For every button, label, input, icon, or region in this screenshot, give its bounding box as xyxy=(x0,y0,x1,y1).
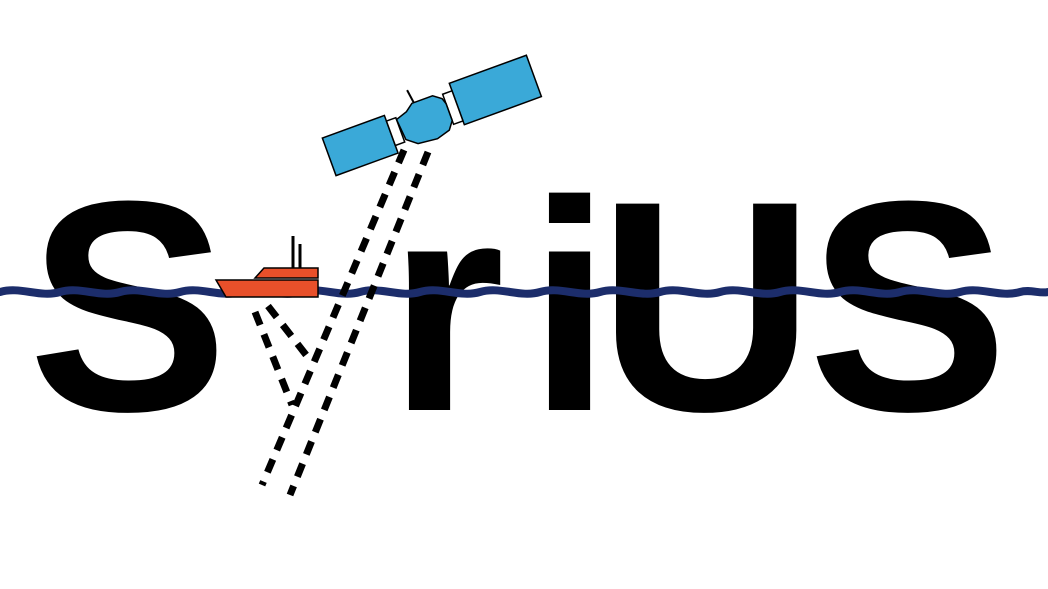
signal-beams xyxy=(251,148,432,497)
letter-i: i xyxy=(528,138,611,474)
beam-ship-right xyxy=(265,303,313,363)
wave-line xyxy=(0,286,1048,298)
satellite-body xyxy=(395,94,454,145)
letter-s-2: S xyxy=(808,138,1008,474)
beam-ship-left xyxy=(251,310,296,407)
beam-left xyxy=(258,148,408,487)
ship-icon xyxy=(214,236,319,298)
letter-s-1: S xyxy=(28,138,228,474)
letter-r: r xyxy=(388,138,505,474)
letter-u: U xyxy=(598,138,815,474)
satellite-icon xyxy=(321,54,543,177)
beam-right xyxy=(286,150,432,497)
solar-panel-right xyxy=(448,54,543,126)
solar-panel-left xyxy=(321,114,400,177)
